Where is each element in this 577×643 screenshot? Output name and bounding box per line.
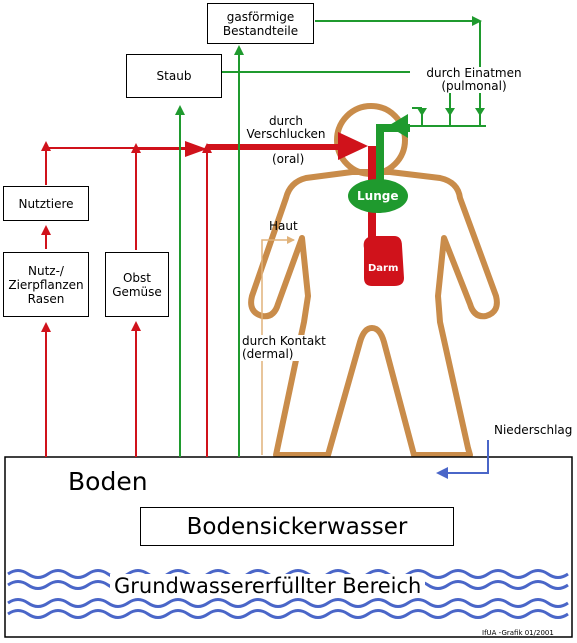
body-outline — [248, 169, 500, 458]
skin-contact-arrow — [261, 236, 295, 455]
contact-label: durch Kontakt (dermal) — [242, 334, 326, 361]
gas-components-box: gasförmige Bestandteile — [207, 3, 314, 44]
fruit-vegetables-box: Obst Gemüse — [105, 252, 169, 317]
dust-box: Staub — [126, 54, 222, 98]
groundwater-label: Grundwassererfüllter Bereich — [110, 574, 426, 598]
crop-plants-box: Nutz-/ Zierpflanzen Rasen — [3, 252, 89, 317]
inhalation-label: durch Einatmen (pulmonal) — [410, 67, 538, 93]
lung-label: Lunge — [357, 189, 399, 203]
livestock-box: Nutztiere — [3, 186, 89, 221]
precipitation-arrow — [436, 440, 489, 479]
groundwater-waves — [7, 569, 569, 619]
swallowing-label: durch Verschlucken — [246, 114, 326, 141]
oral-label: (oral) — [272, 152, 305, 166]
credit-label: IfUA -Grafik 01/2001 — [482, 629, 554, 637]
soil-label: Boden — [68, 467, 148, 496]
seepage-water-box: Bodensickerwasser — [140, 507, 454, 546]
red-arrow-head-1 — [136, 141, 207, 157]
skin-label: Haut — [269, 219, 298, 233]
oral-main-arrow — [207, 132, 368, 160]
gut-shape — [363, 236, 404, 286]
lung-shape — [348, 179, 408, 213]
trachea — [376, 126, 384, 184]
precipitation-label: Niederschlag — [494, 423, 573, 437]
gut-label: Darm — [368, 263, 399, 274]
